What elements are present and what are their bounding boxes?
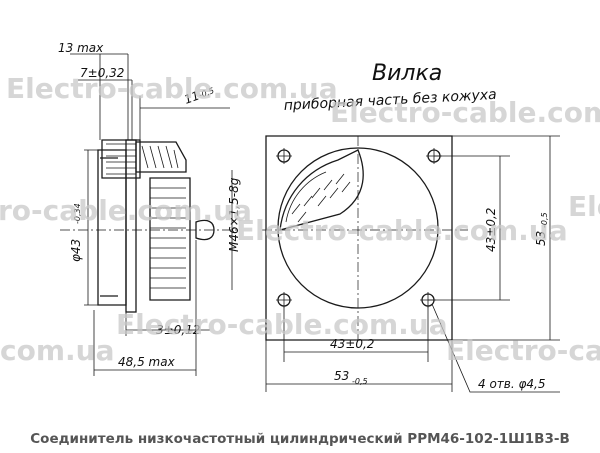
watermark: Electro-cable.com.ua xyxy=(116,308,448,341)
watermark: ro-cable.com.ua xyxy=(0,194,252,227)
insert-sector xyxy=(279,149,364,231)
insert-pins xyxy=(291,173,351,223)
watermark: Electro-cable.com.ua xyxy=(236,214,568,247)
side-body-inner xyxy=(100,157,118,297)
dim-7: 7±0,32 xyxy=(80,66,124,80)
dim-53-horiz-lines xyxy=(265,340,453,392)
rear-insulator-hatch xyxy=(141,145,179,169)
caption: Соединитель низкочастотный цилиндрически… xyxy=(30,431,570,447)
dim-3: 3±0,12 xyxy=(156,323,200,337)
watermark: Electro-cable.com.ua xyxy=(330,96,600,129)
dim-485: 48,5 max xyxy=(118,355,176,369)
dim-43-left-tol: -0,34 xyxy=(73,203,82,224)
nut-top-hatch xyxy=(106,143,136,175)
dim-53-vert-tol: -0,5 xyxy=(540,212,549,228)
dim-7-lines xyxy=(78,79,133,140)
caption-bar xyxy=(0,428,600,453)
dim-53-vert-lines xyxy=(452,135,560,341)
drawing-title: Вилка xyxy=(372,61,442,86)
watermark: Electro-cable.com.ua xyxy=(6,72,338,105)
watermark: Electro-cable xyxy=(446,334,600,367)
front-view: 43±0,2 53 -0,5 43±0,2 53 -0,5 4 отв. φ4,… xyxy=(262,135,560,393)
dim-53-vert: 53 xyxy=(534,231,548,246)
dim-43-left-lines xyxy=(84,149,100,306)
nut-top xyxy=(101,139,141,179)
dim-13max: 13 max xyxy=(58,41,104,55)
dim-53-horiz: 53 xyxy=(334,369,349,383)
dim-thread: M46×1,5-8g xyxy=(227,177,241,252)
dim-43-horiz: 43±0,2 xyxy=(330,337,374,351)
dim-43-vert: 43±0,2 xyxy=(484,208,498,252)
watermark: Electr xyxy=(568,190,600,223)
dim-13max-lines xyxy=(70,53,129,140)
front-centerlines xyxy=(262,136,468,340)
watermarks: Electro-cable.com.ua Electro-cable.com.u… xyxy=(0,72,600,367)
watermark: com.ua xyxy=(0,334,114,367)
dim-11: 11 xyxy=(182,88,201,106)
dim-485-lines xyxy=(93,240,197,376)
pins xyxy=(150,187,186,289)
rear-insulator xyxy=(135,141,187,173)
dim-holes: 4 отв. φ4,5 xyxy=(478,377,545,391)
dim-43-vert-lines xyxy=(428,155,510,301)
dim-43-horiz-lines xyxy=(283,306,429,362)
dim-11-lines xyxy=(139,96,230,140)
pin-block xyxy=(149,177,191,301)
dim-43-left: φ43 xyxy=(69,239,83,262)
dim-53-horiz-tol: -0,5 xyxy=(352,377,368,386)
insert-arc xyxy=(285,171,327,223)
holes-leader xyxy=(431,303,560,393)
